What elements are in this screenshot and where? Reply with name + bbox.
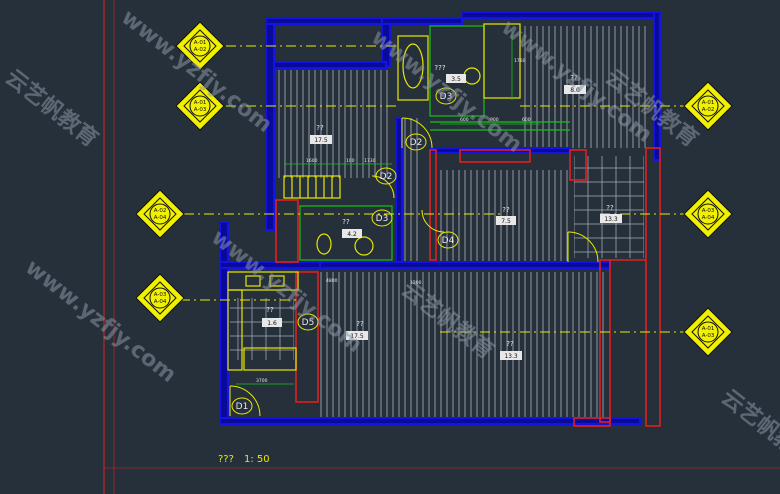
door-swings	[229, 117, 599, 417]
room-label-balcony: ??	[606, 204, 614, 212]
dimension-text: 100	[346, 158, 355, 164]
callout-marker[interactable]	[175, 21, 225, 71]
callout-markers	[135, 21, 733, 357]
dimension-text: 1600	[306, 158, 318, 164]
watermark-brand: 云艺帆教育	[0, 64, 103, 152]
door-tag: D5	[302, 318, 315, 328]
area-tag: 8.0	[570, 87, 580, 94]
callout-label: A-02	[702, 107, 715, 113]
door-tag: D4	[442, 236, 455, 246]
room-label-kitchen: ??	[266, 306, 274, 314]
walls	[219, 11, 661, 425]
dimension-text: 1760	[514, 58, 526, 64]
callout-marker[interactable]	[135, 189, 185, 239]
callout-label: A-04	[154, 299, 167, 305]
floor-kitchen	[230, 298, 294, 360]
callout-label: A-01	[702, 100, 715, 106]
dimension-text: 600	[460, 117, 469, 123]
callout-label: A-02	[154, 208, 167, 214]
area-tag: 17.5	[314, 137, 328, 144]
room-labels: ?? ?? ??? ?? ?? ?? ?? ?? ??	[266, 64, 614, 348]
room-label-bedroom-left: ??	[316, 124, 324, 132]
door-tags: D1 D2 D2 D3 D3 D4 D5	[231, 87, 459, 415]
area-tag: 1.6	[267, 320, 277, 327]
dimension-text: 1200	[410, 280, 422, 286]
dimension-lines	[236, 30, 540, 385]
dimension-texts: 1600 100 1730 600 900 600 1760 3700 1200…	[256, 58, 531, 384]
room-label-living: ??	[356, 320, 364, 328]
area-tag: 13.3	[604, 216, 618, 223]
room-label-bedroom-right: ??	[570, 74, 578, 82]
floor-living	[318, 272, 608, 420]
drawing-title-name: ???	[218, 454, 234, 465]
room-label-living-right: ??	[506, 340, 514, 348]
callout-label: A-04	[154, 215, 167, 221]
callout-label: A-02	[194, 47, 207, 53]
watermark-url: www.yzfjy.com	[20, 255, 180, 388]
area-tag: 4.2	[347, 231, 357, 238]
area-tag: 17.5	[350, 333, 364, 340]
dimension-text: 3700	[256, 378, 268, 384]
area-tags: 17.5 8.0 13.3 3.5 4.2 7.5 1.6 17.5 13.3	[262, 74, 622, 360]
dimension-text: 600	[522, 117, 531, 123]
area-tag: 13.3	[504, 353, 518, 360]
kitchen-counter	[227, 271, 299, 291]
callout-marker[interactable]	[683, 307, 733, 357]
watermark-brand: 云艺帆教育	[716, 384, 780, 472]
callout-label: A-04	[702, 215, 715, 221]
wardrobe	[283, 175, 341, 199]
floor-hatching	[230, 26, 650, 420]
room-label-bath-top: ???	[434, 64, 445, 72]
dimension-text: 4800	[326, 278, 338, 284]
room-label-bath-mid: ??	[342, 218, 350, 226]
callout-label-texts: A-01 A-02 A-01 A-03 A-02 A-04 A-03 A-04 …	[154, 40, 715, 339]
floor-bedroom-left	[278, 70, 390, 178]
watermark-url: www.yzfjy.com	[685, 0, 780, 4]
door-tag: D2	[380, 172, 393, 182]
toilet-top	[463, 67, 481, 85]
callout-label: A-01	[194, 100, 207, 106]
callout-marker[interactable]	[683, 189, 733, 239]
room-label-corridor: ??	[502, 206, 510, 214]
callout-label: A-03	[702, 208, 715, 214]
drawing-title: ??? 1: 50	[218, 454, 270, 465]
bathtub	[397, 35, 429, 101]
axis-lines	[180, 45, 686, 333]
door-tag: D3	[376, 214, 389, 224]
callout-label: A-03	[194, 107, 207, 113]
red-partitions	[275, 147, 661, 427]
watermark-url: www.yzfjy.com	[366, 25, 526, 158]
dimension-text: 900	[490, 117, 499, 123]
floor-corridor	[402, 118, 418, 268]
area-tag: 7.5	[501, 218, 511, 225]
drawing-title-scale: 1: 50	[244, 454, 270, 465]
door-tag: D1	[236, 402, 249, 412]
sheet-frame	[103, 0, 780, 494]
door-tag: D3	[440, 92, 453, 102]
toilet-mid	[316, 233, 332, 255]
callout-label: A-03	[702, 333, 715, 339]
basin-mid	[354, 236, 374, 256]
callout-marker[interactable]	[135, 273, 185, 323]
callout-label: A-01	[702, 326, 715, 332]
callout-marker[interactable]	[175, 81, 225, 131]
dimension-text: 1730	[364, 158, 376, 164]
door-tag: D2	[410, 138, 423, 148]
callout-marker[interactable]	[683, 81, 733, 131]
area-tag: 3.5	[451, 76, 461, 83]
callout-label: A-01	[194, 40, 207, 46]
callout-label: A-03	[154, 292, 167, 298]
